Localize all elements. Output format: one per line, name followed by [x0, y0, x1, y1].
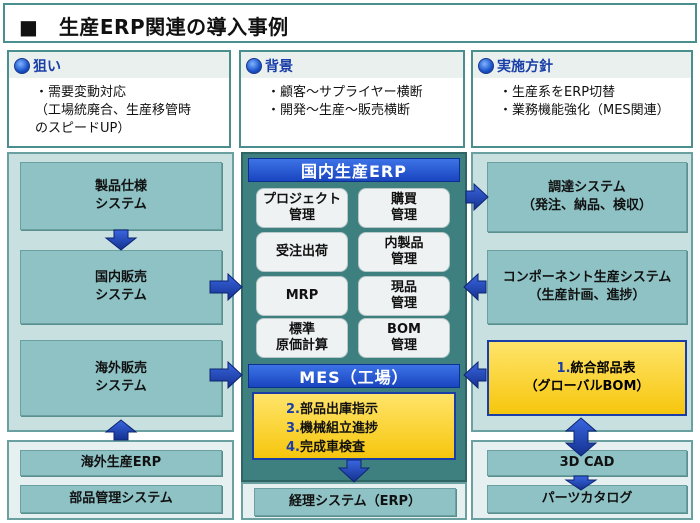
module-purchasing: 購買 管理: [358, 188, 450, 228]
mes-item: 2.部品出庫指示: [286, 402, 378, 417]
domestic-erp-title: 国内生産ERP: [248, 158, 460, 182]
arrow-down-icon: [104, 229, 138, 251]
header-background-body: ・顧客～サプライヤー横断 ・開発～生産～販売横断: [267, 85, 423, 118]
bullet-circle-icon: [14, 58, 30, 74]
arrow-down-icon: [564, 475, 598, 491]
arrow-right-icon: [209, 360, 243, 390]
header-background-title: 背景: [265, 59, 293, 75]
header-aim-title: 狙い: [33, 59, 61, 75]
procurement-system: 調達システム （発注、納品、検収）: [487, 162, 687, 232]
module-bom: BOM 管理: [358, 318, 450, 358]
module-mrp: MRP: [256, 276, 348, 316]
product-spec-system: 製品仕様 システム: [20, 162, 222, 230]
module-project-mgmt: プロジェクト 管理: [256, 188, 348, 228]
overseas-sales-system: 海外販売 システム: [20, 340, 222, 416]
module-standard-costing: 標準 原価計算: [256, 318, 348, 358]
global-bom-number: 1.: [556, 361, 571, 376]
header-aim-body: ・需要変動対応 （工場統廃合、生産移管時 のスピードUP）: [35, 85, 192, 136]
component-production-system: コンポーネント生産システム （生産計画、進捗）: [487, 250, 687, 324]
mes-functions-box: 2.部品出庫指示 3.機械組立進捗 4.完成車検査: [252, 392, 456, 460]
header-aim: 狙い ・需要変動対応 （工場統廃合、生産移管時 のスピードUP）: [7, 50, 231, 148]
bullet-circle-icon: [246, 58, 262, 74]
global-bom-label: 統合部品表 （グローバルBOM）: [524, 361, 650, 394]
overseas-production-erp: 海外生産ERP: [20, 450, 222, 476]
title-bar: ■ 生産ERP関連の導入事例: [3, 3, 697, 43]
arrow-right-icon: [209, 272, 243, 302]
global-bom-box: 1.統合部品表 （グローバルBOM）: [487, 340, 687, 416]
module-inhouse-parts: 内製品 管理: [358, 232, 450, 272]
parts-management-system: 部品管理システム: [20, 485, 222, 513]
module-order-shipping: 受注出荷: [256, 232, 348, 272]
header-policy-title: 実施方針: [497, 59, 553, 75]
header-background: 背景 ・顧客～サプライヤー横断 ・開発～生産～販売横断: [239, 50, 465, 148]
accounting-system: 経理システム（ERP）: [254, 488, 456, 516]
bullet-circle-icon: [478, 58, 494, 74]
arrow-right-icon: [465, 182, 489, 212]
arrow-left-icon: [463, 272, 487, 302]
mes-item: 4.完成車検査: [286, 440, 365, 455]
header-policy: 実施方針 ・生産系をERP切替 ・業務機能強化（MES関連）: [471, 50, 693, 148]
arrow-down-icon: [337, 459, 371, 483]
arrow-left-icon: [463, 360, 487, 390]
arrow-updown-icon: [564, 417, 598, 457]
mes-item: 3.機械組立進捗: [286, 421, 378, 436]
arrow-up-icon: [104, 419, 138, 441]
page-title: ■ 生産ERP関連の導入事例: [19, 15, 289, 39]
module-inventory: 現品 管理: [358, 276, 450, 316]
mes-title: MES（工場）: [248, 364, 460, 388]
header-policy-body: ・生産系をERP切替 ・業務機能強化（MES関連）: [499, 85, 670, 118]
